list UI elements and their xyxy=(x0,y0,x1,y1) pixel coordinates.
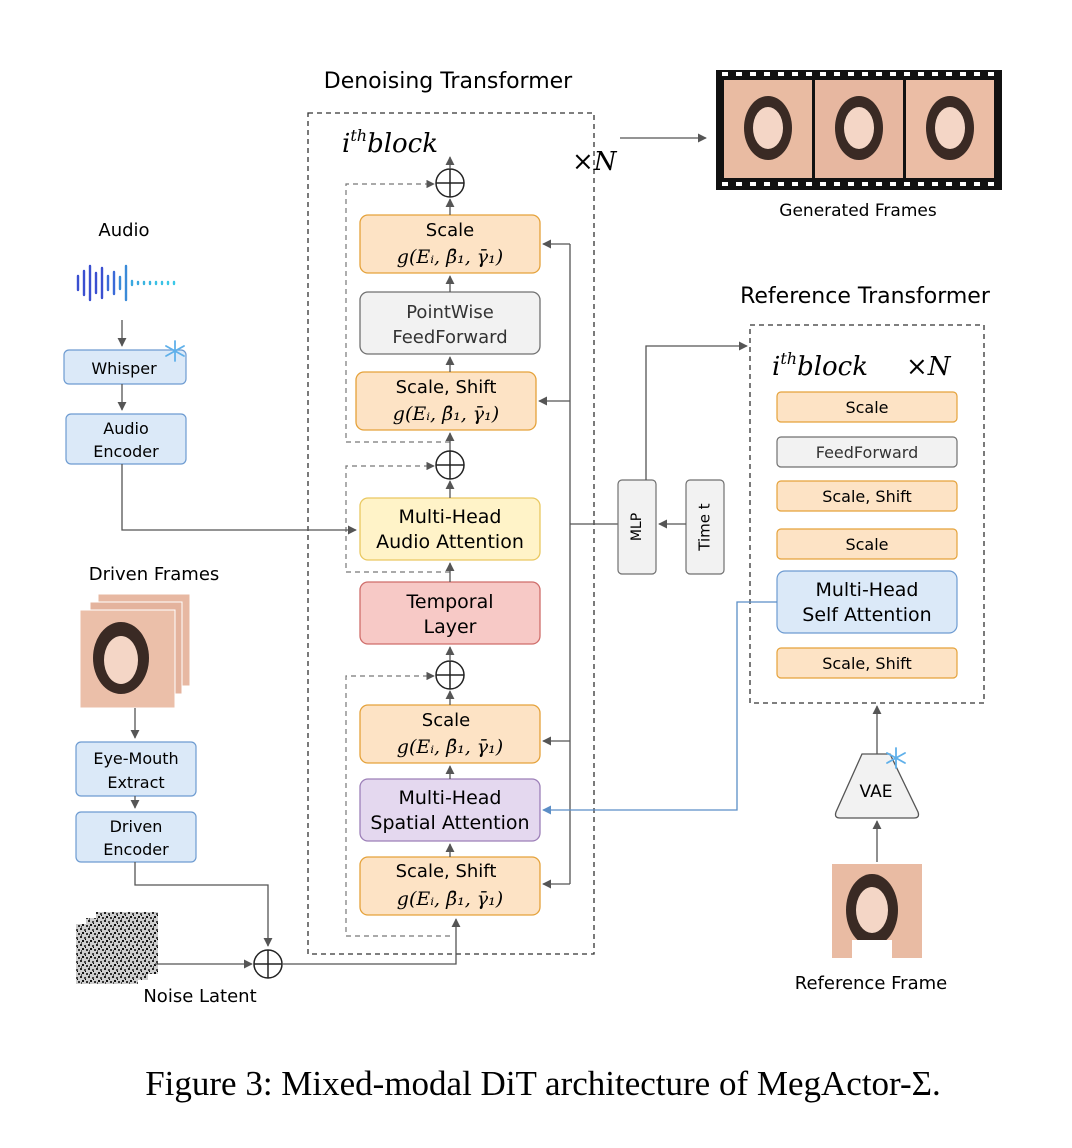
driven-frames-label: Driven Frames xyxy=(89,564,220,585)
audio-encoder-label-1: Audio xyxy=(103,419,148,438)
vae-block xyxy=(834,753,920,819)
block-label: ithblock xyxy=(342,126,438,159)
time-label: Time t xyxy=(696,503,714,551)
scale-top-label: Scale xyxy=(426,220,474,241)
scale-shift-upper-formula: g(Eᵢ, β̄₁, γ̄₁) xyxy=(393,403,499,425)
denoising-title: Denoising Transformer xyxy=(324,69,573,94)
ref-scale-2-label: Scale xyxy=(845,535,888,554)
mlp-to-reference-arrow xyxy=(645,341,748,480)
add-circle-input xyxy=(253,949,283,979)
ref-feedforward-block xyxy=(776,436,958,468)
audio-waveform-icon xyxy=(76,264,176,302)
driven-encoder-label-1: Driven xyxy=(110,817,163,836)
whisper-label: Whisper xyxy=(91,359,157,378)
audio-attn-label-2: Audio Attention xyxy=(376,531,524,553)
noise-latent-label: Noise Latent xyxy=(143,986,256,1007)
temporal-label-2: Layer xyxy=(424,616,477,638)
reference-block-label: ithblock xyxy=(772,349,868,382)
scale-shift-block-upper xyxy=(355,371,537,431)
scale-mid-label: Scale xyxy=(422,710,470,731)
audio-encoder-label-2: Encoder xyxy=(93,442,159,461)
generated-frames xyxy=(716,70,1002,190)
time-block xyxy=(685,479,725,575)
mlp-label: MLP xyxy=(629,513,645,541)
add-circle-top xyxy=(435,168,465,198)
conditioning-bus xyxy=(538,239,618,889)
repeat-label: ×N xyxy=(572,147,618,177)
scale-shift-bottom-formula: g(Eᵢ, β̄₁, γ̄₁) xyxy=(397,888,503,910)
ref-scale-shift-2-label: Scale, Shift xyxy=(822,654,912,673)
add-circle-lower xyxy=(435,660,465,690)
vae-label: VAE xyxy=(860,782,893,802)
spatial-attn-label-1: Multi-Head xyxy=(399,787,502,809)
driven-encoder-block xyxy=(75,811,197,863)
frozen-snowflake-icon xyxy=(886,747,906,769)
scale-shift-bottom-label: Scale, Shift xyxy=(396,861,497,882)
mlp-block xyxy=(617,479,657,575)
eye-mouth-extract-block xyxy=(75,741,197,797)
driven-to-add-arrow xyxy=(134,862,273,947)
reference-container xyxy=(749,324,985,704)
ref-self-attn-label-1: Multi-Head xyxy=(816,579,919,601)
scale-shift-upper-label: Scale, Shift xyxy=(396,377,497,398)
ref-scale-block-1 xyxy=(776,391,958,423)
driven-encoder-label-2: Encoder xyxy=(103,840,169,859)
reference-frame-label: Reference Frame xyxy=(795,973,947,994)
add-circle-middle xyxy=(435,450,465,480)
eye-mouth-label-1: Eye-Mouth xyxy=(93,749,178,768)
reference-repeat-label: ×N xyxy=(906,352,952,382)
ref-feedforward-label: FeedForward xyxy=(816,443,919,462)
residual-connection xyxy=(345,461,450,573)
audio-attn-label-1: Multi-Head xyxy=(399,506,502,528)
frozen-snowflake-icon xyxy=(165,340,185,362)
residual-connection xyxy=(345,179,450,443)
scale-top-formula: g(Eᵢ, β̄₁, γ̄₁) xyxy=(397,246,503,268)
ref-scale-shift-block-1 xyxy=(776,480,958,512)
spatial-attn-label-2: Spatial Attention xyxy=(370,812,529,834)
pointwise-label-1: PointWise xyxy=(406,302,494,323)
reference-title: Reference Transformer xyxy=(740,284,991,309)
pointwise-label-2: FeedForward xyxy=(392,327,507,348)
reference-frame-image xyxy=(832,864,922,958)
ref-self-attn-label-2: Self Attention xyxy=(802,604,931,626)
temporal-label-1: Temporal xyxy=(406,591,494,613)
noise-latent-stack xyxy=(76,912,158,984)
ref-scale-block-2 xyxy=(776,528,958,560)
figure-caption: Figure 3: Mixed-modal DiT architecture o… xyxy=(145,1064,941,1103)
audio-label: Audio xyxy=(98,220,149,241)
input-to-denoiser-arrow xyxy=(282,918,461,965)
driven-frames-stack xyxy=(79,593,191,709)
audio-to-attention-arrow xyxy=(121,464,357,535)
denoising-container xyxy=(307,112,595,955)
ref-scale-shift-1-label: Scale, Shift xyxy=(822,487,912,506)
reference-to-spatial-attention-arrow xyxy=(542,601,777,815)
scale-mid-formula: g(Eᵢ, β̄₁, γ̄₁) xyxy=(397,736,503,758)
eye-mouth-label-2: Extract xyxy=(107,773,164,792)
ref-scale-1-label: Scale xyxy=(845,398,888,417)
whisper-block xyxy=(63,349,187,385)
generated-frames-label: Generated Frames xyxy=(779,201,937,221)
audio-encoder-block xyxy=(65,413,187,465)
residual-connection xyxy=(345,671,450,937)
ref-scale-shift-block-2 xyxy=(776,647,958,679)
